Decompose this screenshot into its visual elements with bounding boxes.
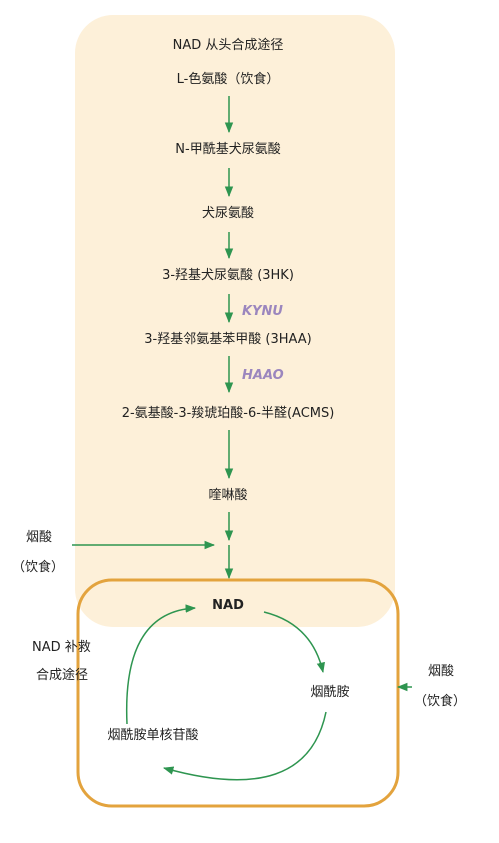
- de-novo-title: NAD 从头合成途径: [172, 38, 284, 53]
- step-3hk: 3-羟基犬尿氨酸 (3HK): [162, 268, 294, 283]
- niacin-right-label: 烟酸: [428, 664, 455, 679]
- niacin-left-diet: （饮食）: [12, 560, 65, 575]
- salvage-nad: NAD: [212, 598, 244, 613]
- step-acms: 2-氨基酸-3-羧琥珀酸-6-半醛(ACMS): [121, 406, 335, 421]
- de-novo-panel: [75, 15, 395, 627]
- niacin-left-label: 烟酸: [26, 530, 53, 545]
- arc-nicotinamide-to-nmn: [162, 711, 327, 781]
- salvage-label-line1: NAD 补救: [32, 640, 91, 655]
- salvage-label-line2: 合成途径: [36, 668, 89, 683]
- step-quinolinic-acid: 喹啉酸: [208, 488, 248, 503]
- enzyme-kynu: KYNU: [242, 304, 283, 319]
- salvage-cycle: [125, 604, 327, 781]
- niacin-right-diet: （饮食）: [414, 694, 467, 709]
- step-kynurenine: 犬尿氨酸: [201, 206, 255, 221]
- step-3haa: 3-羟基邻氨基苯甲酸 (3HAA): [144, 332, 312, 347]
- arc-nad-to-nicotinamide: [263, 611, 325, 674]
- salvage-nicotinamide: 烟酰胺: [310, 685, 350, 700]
- salvage-nmn: 烟酰胺单核苷酸: [107, 728, 199, 743]
- arc-nmn-to-nad: [125, 604, 197, 725]
- step-tryptophan: L-色氨酸（饮食）: [176, 72, 280, 87]
- enzyme-haao: HAAO: [242, 368, 284, 383]
- salvage-panel: [76, 578, 400, 808]
- de-novo-arrows: [72, 96, 412, 692]
- step-n-formylkynurenine: N-甲酰基犬尿氨酸: [175, 142, 281, 157]
